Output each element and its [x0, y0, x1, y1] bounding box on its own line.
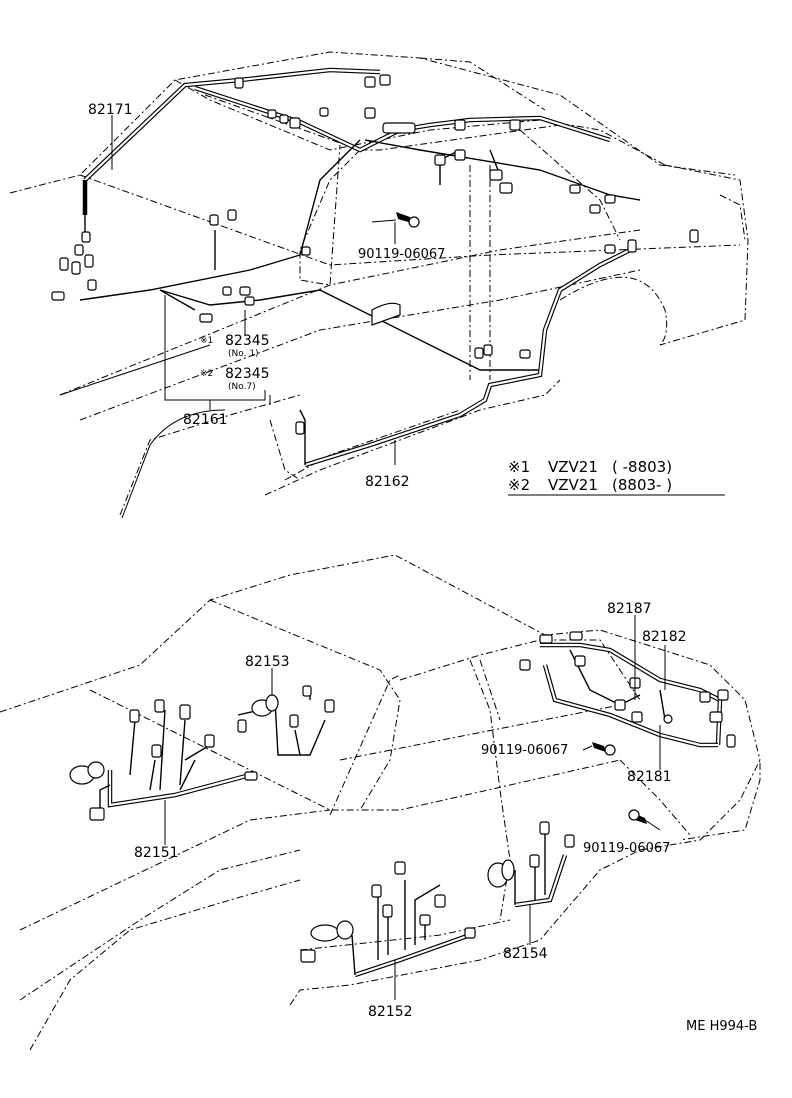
part-label-82161: 82161 — [183, 412, 228, 428]
legend-range-1: ( -8803) — [612, 458, 672, 476]
bottom-leader-lines — [164, 615, 666, 1000]
bolt-top-icon — [396, 212, 420, 228]
part-mark-82345-b: ※2 — [200, 369, 213, 379]
part-label-82154: 82154 — [503, 946, 548, 962]
part-label-82187: 82187 — [607, 601, 652, 617]
part-label-82162: 82162 — [365, 474, 410, 490]
top-car-body-outline — [9, 51, 749, 516]
harness-82171-roof — [79, 67, 641, 301]
harness-82154-rear-door — [514, 830, 568, 908]
part-label-bolt-low: 90119-06067 — [583, 841, 670, 856]
harness-82162-sill — [299, 247, 632, 468]
bottom-connectors — [69, 631, 736, 963]
top-leader-lines — [59, 115, 397, 519]
part-label-82181: 82181 — [627, 769, 672, 785]
part-label-bolt-mid: 90119-06067 — [481, 743, 568, 758]
part-label-82153: 82153 — [245, 654, 290, 670]
part-label-bolt-top: 90119-06067 — [358, 247, 445, 262]
legend: ※1 VZV21 ( -8803) ※2 VZV21 (8803- ) — [508, 458, 725, 496]
part-label-82345-a: 82345 — [225, 333, 270, 349]
part-label-82152: 82152 — [368, 1004, 413, 1020]
part-note-82345-a: (No. 1) — [228, 349, 259, 359]
harness-82152-front-sill — [351, 880, 471, 978]
legend-mark-2: ※2 — [508, 476, 530, 494]
bolt-low-icon — [628, 809, 647, 824]
legend-model-1: VZV21 — [548, 458, 598, 476]
part-label-82345-b: 82345 — [225, 366, 270, 382]
figure-code: ME H994-B — [686, 1019, 757, 1034]
harness-82153-front-door-inner — [237, 690, 326, 756]
legend-range-2: (8803- ) — [612, 476, 672, 494]
part-label-82151: 82151 — [134, 845, 179, 861]
part-note-82345-b: (No.7) — [228, 382, 256, 392]
bottom-car-body-outline — [0, 554, 761, 1051]
legend-model-2: VZV21 — [548, 476, 598, 494]
harness-82151-front-door — [99, 709, 251, 808]
legend-mark-1: ※1 — [508, 458, 530, 476]
harness-82161-front-floor — [159, 230, 540, 371]
part-mark-82345-a: ※1 — [200, 336, 213, 346]
part-label-82182: 82182 — [642, 629, 687, 645]
part-label-82171: 82171 — [88, 102, 133, 118]
top-connectors — [51, 74, 699, 435]
bolt-mid-icon — [592, 742, 616, 756]
